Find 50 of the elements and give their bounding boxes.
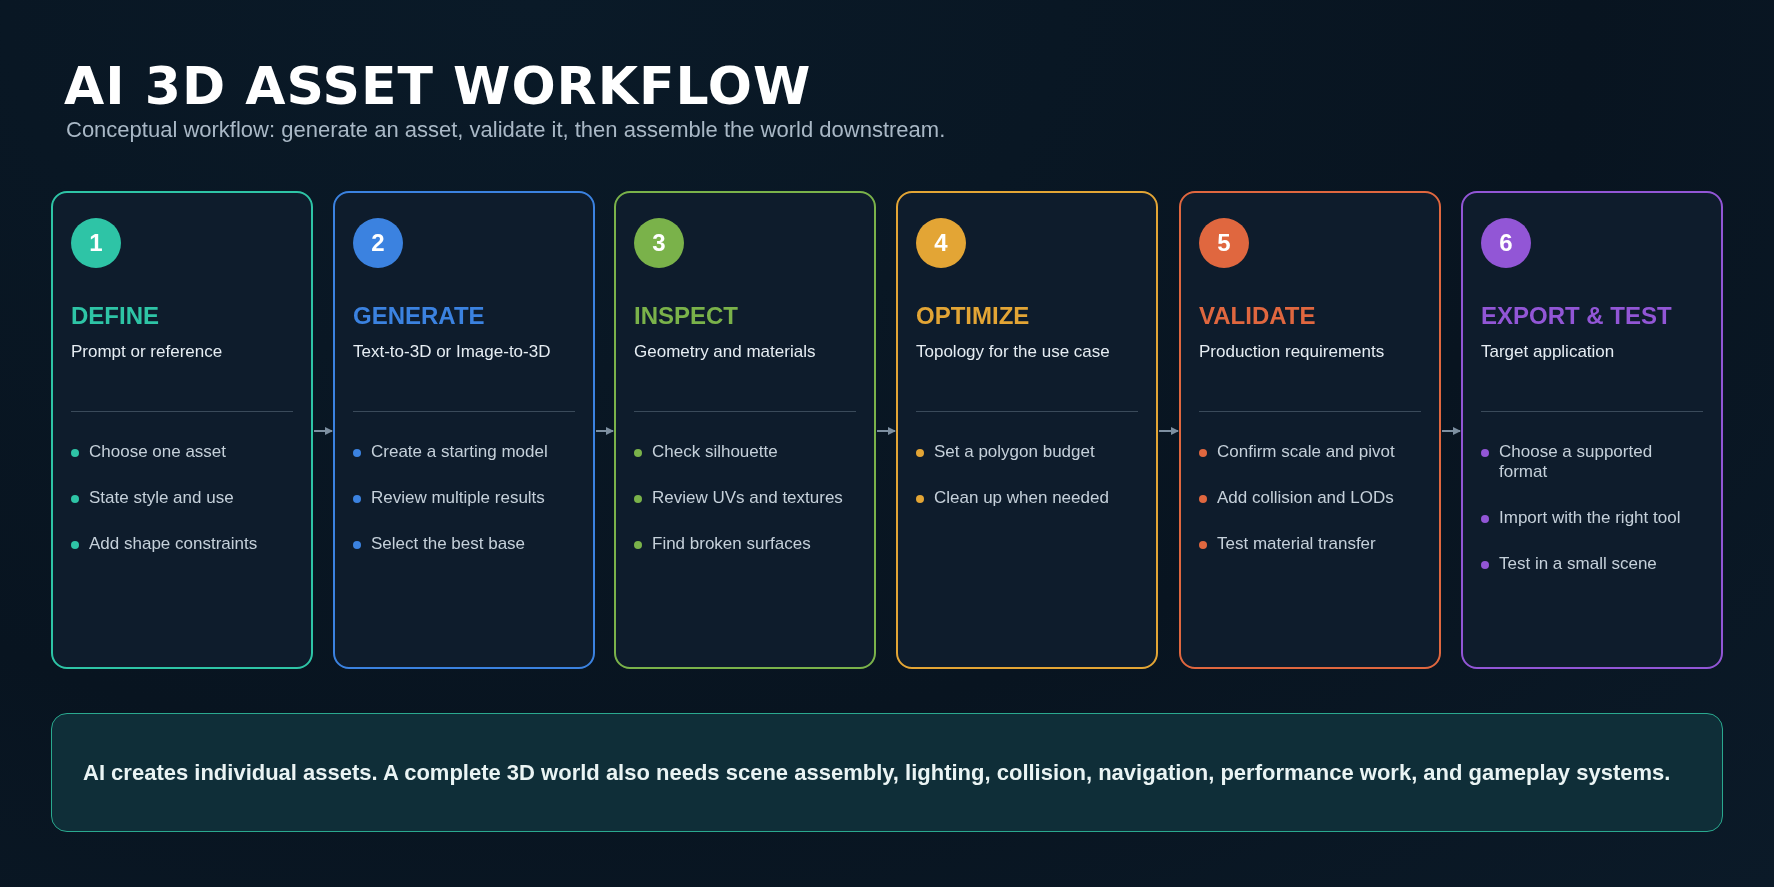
bullet-text: Find broken surfaces [652, 534, 811, 553]
step-card [51, 191, 313, 669]
bullet-text: Choose a supported format [1499, 442, 1653, 481]
bullet-text: Clean up when needed [934, 488, 1109, 507]
arrow [595, 427, 614, 435]
bullet-text: Add shape constraints [89, 534, 258, 553]
step-card [1461, 191, 1723, 669]
step-title: GENERATE [353, 302, 486, 330]
step-description: Target application [1481, 342, 1616, 362]
step-card [333, 191, 595, 669]
step-title: OPTIMIZE [916, 302, 1031, 330]
bullet-text: Confirm scale and pivot [1217, 442, 1395, 461]
step-title: VALIDATE [1199, 302, 1317, 330]
step-number: 6 [1481, 218, 1531, 268]
step-card [1179, 191, 1441, 669]
bullet-text: Check silhouette [652, 442, 778, 461]
bullet-text: Choose one asset [89, 442, 227, 461]
bullet-text: Add collision and LODs [1217, 488, 1394, 507]
bullet-text: Review multiple results [371, 488, 545, 507]
step-number: 2 [353, 218, 403, 268]
bullet-text: Select the best base [371, 534, 526, 553]
bullet-text: Import with the right tool [1499, 508, 1681, 527]
bullet-text: Review UVs and textures [652, 488, 843, 507]
step-description: Topology for the use case [916, 342, 1111, 362]
arrow [1441, 427, 1461, 435]
note-text: AI creates individual assets. A complete 3D world also needs scene assembly, lighting, collision, navigation, performance work, and gameplay systems. [83, 759, 1671, 787]
title: AI 3D ASSET WORKFLOW [64, 56, 812, 116]
note-panel [51, 713, 1723, 832]
bullet-text: Test material transfer [1217, 534, 1376, 553]
bullet-text: Create a starting model [371, 442, 548, 461]
step-title: DEFINE [71, 302, 160, 330]
step-description: Geometry and materials [634, 342, 817, 362]
step-card [896, 191, 1158, 669]
bullet-text: Set a polygon budget [934, 442, 1095, 461]
bullet-text: State style and use [89, 488, 234, 507]
step-description: Text-to-3D or Image-to-3D [353, 342, 552, 362]
step-title: EXPORT & TEST [1481, 302, 1673, 330]
step-number: 1 [71, 218, 121, 268]
arrow [1158, 427, 1179, 435]
step-card [614, 191, 876, 669]
subtitle: Conceptual workflow: generate an asset, validate it, then assemble the world downstream. [66, 117, 946, 143]
bullet-text: Test in a small scene [1499, 554, 1657, 573]
step-description: Production requirements [1199, 342, 1386, 362]
step-number: 4 [916, 218, 966, 268]
step-description: Prompt or reference [71, 342, 224, 362]
arrow [876, 427, 896, 435]
step-number: 5 [1199, 218, 1249, 268]
step-title: INSPECT [634, 302, 739, 330]
step-number: 3 [634, 218, 684, 268]
arrow [313, 427, 333, 435]
